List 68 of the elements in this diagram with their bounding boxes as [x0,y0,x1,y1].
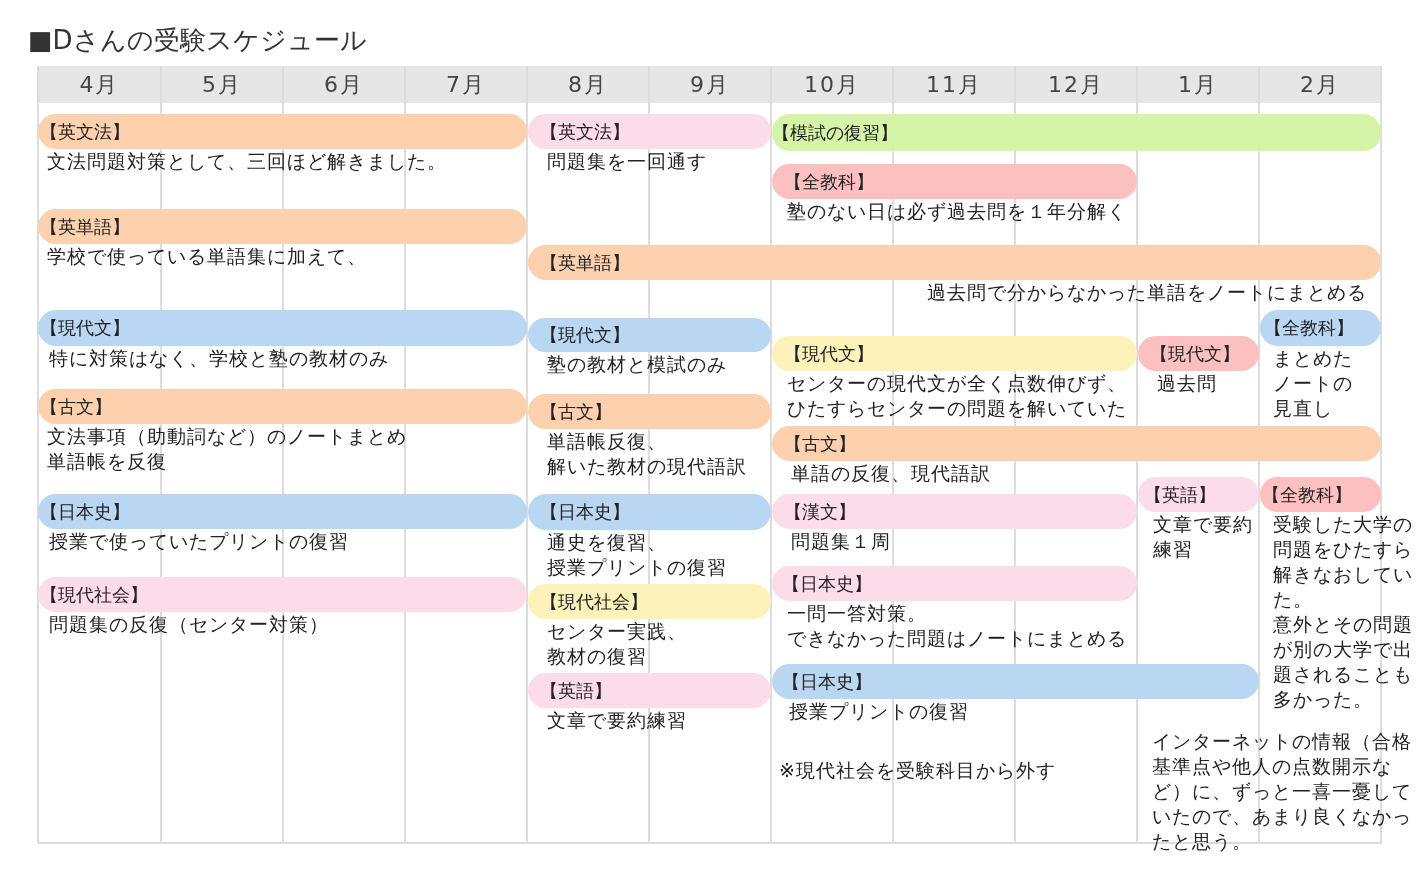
subject-heading: 【現代文】 [540,323,630,347]
subject-heading: 【模試の復習】 [772,120,898,145]
subject-heading: 【英語】 [540,678,612,703]
note-text: 文法問題対策として、三回ほど解きました。 [47,149,447,174]
note-text: 単語帳を反復 [47,449,167,474]
note-text: 単語帳反復、 [547,429,667,454]
subject-heading: 【日本史】 [782,669,872,694]
month-label: 2月 [1300,71,1340,99]
month-label: 4月 [79,71,120,99]
note-text: 問題集を一回通す [547,149,707,174]
subject-heading: 【日本史】 [782,571,872,596]
subject-heading: 【現代社会】 [540,589,648,614]
note-text: インターネットの情報（合格基準点や他人の点数開示など）に、ずっと一喜一憂していたので、あまり良くなかったと思う。 [1152,729,1413,854]
note-text: できなかった問題はノートにまとめる [787,626,1127,651]
note-text: 授業で使っていたプリントの復習 [49,529,349,554]
note-text: 一問一答対策。 [787,601,927,626]
subject-heading: 【日本史】 [540,500,630,524]
note-text: 文章で要約練習 [1153,512,1254,562]
note-text: 解いた教材の現代語訳 [547,454,747,479]
month-label: 5月 [202,71,242,99]
note-text: 意外とその問題が別の大学で出題されることも多かった。 [1273,612,1414,712]
note-text: センター実践、 [547,619,687,644]
subject-heading: 【英単語】 [40,214,130,239]
note-text: 授業プリントの復習 [789,699,969,724]
note-text: 特に対策はなく、学校と塾の教材のみ [49,346,389,371]
month-label: 6月 [324,71,364,99]
note-text: ※現代社会を受験科目から外す [779,758,1056,783]
note-text: 文法事項（助動詞など）のノートまとめ [47,424,407,449]
subject-heading: 【英文法】 [40,119,130,144]
month-label: 8月 [568,71,608,99]
subject-heading: 【全教科】 [784,169,874,194]
month-label: 10月 [804,71,860,99]
subject-heading: 【日本史】 [40,499,130,524]
subject-heading: 【英語】 [1144,482,1216,507]
month-label: 1月 [1178,71,1218,99]
note-text: センターの現代文が全く点数伸びず、 [787,371,1127,396]
subject-heading: 【古文】 [540,399,612,424]
subject-heading: 【古文】 [784,431,856,456]
subject-heading: 【英単語】 [540,250,630,275]
subject-heading: 【現代文】 [784,341,874,366]
note-text: 塾のない日は必ず過去問を１年分解く [787,199,1127,224]
note-text: 文章で要約練習 [547,708,687,733]
month-label: 7月 [446,71,486,99]
subject-heading: 【現代文】 [40,316,130,340]
note-text: まとめたノートの見直し [1273,346,1354,421]
subject-heading: 【現代文】 [1150,341,1240,366]
subject-heading: 【古文】 [40,394,112,419]
subject-heading: 【英文法】 [540,119,630,144]
note-text: 教材の復習 [547,644,647,669]
note-text: 問題集１周 [791,529,891,554]
note-text: 受験した大学の問題をひたすら解きなおしていた。 [1273,512,1414,612]
subject-heading: 【現代社会】 [40,582,148,607]
subject-heading: 【漢文】 [784,499,856,524]
note-text: 過去問で分からなかった単語をノートにまとめる [927,280,1367,305]
note-text: 過去問 [1157,371,1217,396]
note-text: ひたすらセンターの問題を解いていた [787,396,1127,421]
note-text: 問題集の反復（センター対策） [49,612,329,637]
diagram-title: ■Dさんの受験スケジュール [28,24,367,57]
note-text: 通史を復習、 [547,530,667,555]
subject-heading: 【全教科】 [1262,482,1352,507]
month-label: 12月 [1048,71,1104,99]
note-text: 授業プリントの復習 [547,555,727,580]
note-text: 単語の反復、現代語訳 [791,461,991,486]
note-text: 学校で使っている単語集に加えて、 [47,244,367,269]
note-text: 塾の教材と模試のみ [547,352,727,377]
month-label: 9月 [690,71,730,99]
month-label: 11月 [926,71,982,99]
subject-heading: 【全教科】 [1264,316,1354,340]
